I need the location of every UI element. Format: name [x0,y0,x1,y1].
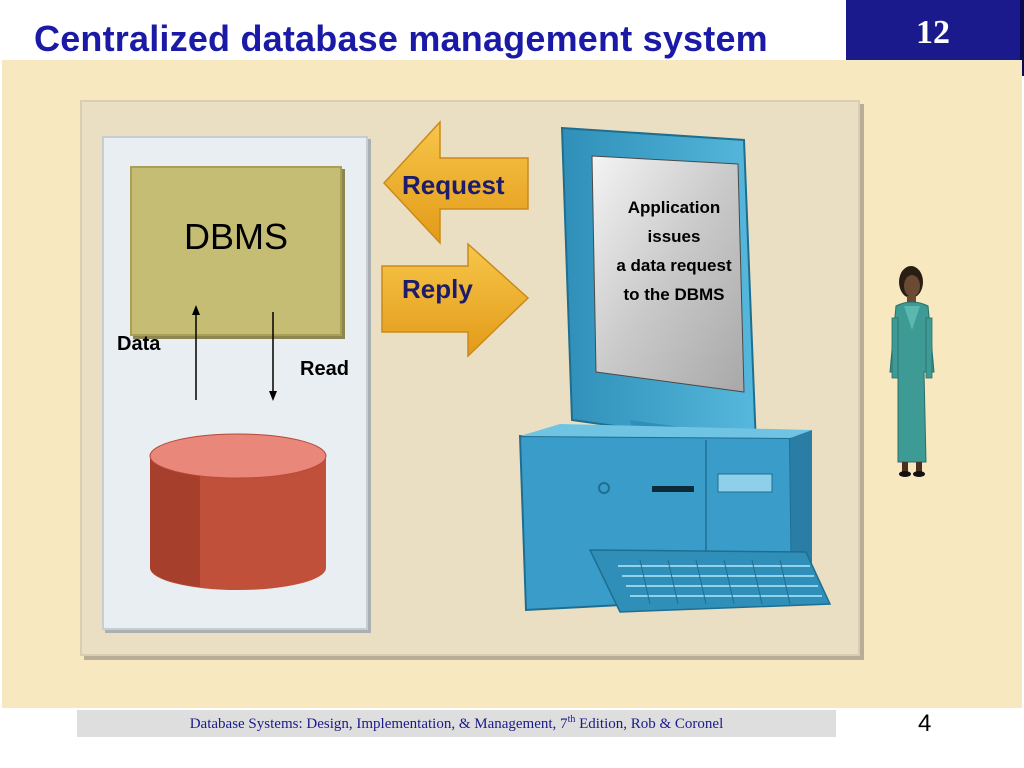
request-arrow-icon [382,120,529,245]
data-arrow-up [192,305,200,400]
data-label: Data [117,333,161,355]
dbms-box: DBMS [130,166,342,336]
screen-text: Application issues a data request to the… [600,193,748,309]
database-cylinder-icon [149,433,327,590]
reply-arrow-icon [381,242,530,358]
read-arrow-down [269,312,277,401]
reply-label: Reply [402,274,473,304]
read-label: Read [300,358,349,380]
screen-text-line: Application [627,198,721,217]
screen-text-line: issues [647,227,701,246]
request-label: Request [402,170,505,200]
page-title: Centralized database management system [34,18,768,59]
citation-superscript: th [567,714,576,725]
page-number: 4 [918,710,932,737]
chapter-number: 12 [916,14,950,51]
screen-text-line: to the DBMS [623,285,725,304]
computer-icon [518,126,832,613]
dbms-label: DBMS [183,216,288,257]
citation-tail: Edition, Rob & Coronel [575,716,724,732]
person-icon [889,266,935,477]
screen-text-line: a data request [616,256,732,275]
chapter-badge-edge [1020,0,1024,76]
footer-bar: Database Systems: Design, Implementation… [77,710,836,737]
footer-citation: Database Systems: Design, Implementation… [77,714,836,733]
chapter-badge: 12 [846,0,1024,60]
citation-main: Database Systems: Design, Implementation… [189,716,568,732]
